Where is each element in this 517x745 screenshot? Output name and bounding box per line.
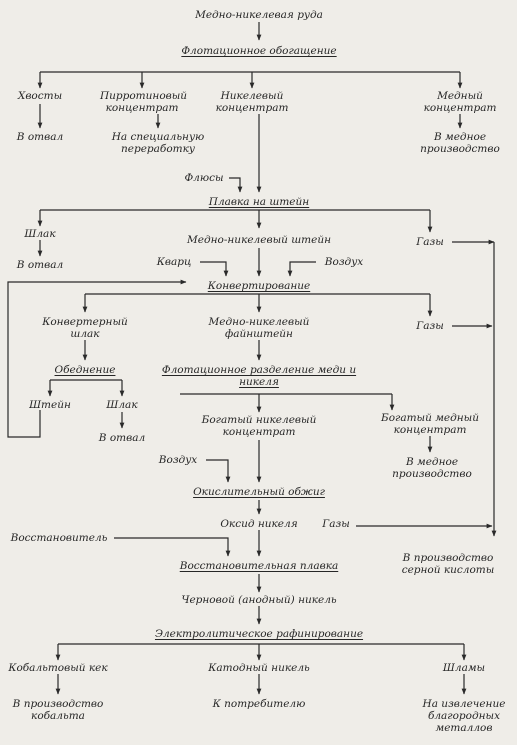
node-flotation-separation: Флотационное разделение меди и никеля	[161, 364, 357, 388]
node-tails: Хвосты	[17, 90, 63, 102]
node-dump-3: В отвал	[98, 432, 146, 444]
node-cobalt-production: В производство кобальта	[12, 698, 104, 722]
node-oxidizing-roast: Окислительный обжиг	[193, 486, 325, 498]
node-copper-production-2: В медное производство	[392, 456, 472, 480]
node-precious-metals: На извлечение благородных металлов	[422, 698, 506, 734]
node-gases-3: Газы	[322, 518, 350, 530]
node-rich-copper-concentrate: Богатый медный концентрат	[380, 412, 480, 436]
node-converting: Конвертирование	[207, 280, 311, 292]
node-flotation: Флотационное обогащение	[181, 45, 337, 57]
node-pyrrhotite: Пирротиновый концентрат	[100, 90, 188, 114]
node-slag-2: Шлак	[106, 399, 138, 411]
node-nickel-concentrate: Никелевый концентрат	[215, 90, 289, 114]
node-nickel-oxide: Оксид никеля	[220, 518, 298, 530]
node-gases-2: Газы	[416, 320, 444, 332]
node-rich-nickel-concentrate: Богатый никелевый концентрат	[201, 414, 317, 438]
node-reduction-smelting: Восстановительная плавка	[179, 560, 339, 572]
node-quartz: Кварц	[156, 256, 192, 268]
node-ore: Медно-никелевая руда	[195, 9, 323, 21]
node-consumer: К потребителю	[212, 698, 306, 710]
node-special-processing: На специальную переработку	[111, 131, 205, 155]
node-matte-smelting: Плавка на штейн	[208, 196, 310, 208]
node-slag-1: Шлак	[24, 228, 56, 240]
node-matte-2: Штейн	[29, 399, 71, 411]
node-gases-1: Газы	[416, 236, 444, 248]
node-copper-concentrate: Медный концентрат	[423, 90, 497, 114]
node-fine-matte: Медно-никелевый файнштейн	[208, 316, 310, 340]
node-dump-1: В отвал	[16, 131, 64, 143]
node-crude-nickel: Черновой (анодный) никель	[181, 594, 337, 606]
node-cathode-nickel: Катодный никель	[208, 662, 310, 674]
node-air-1: Воздух	[324, 256, 364, 268]
node-sulfuric-acid: В производство серной кислоты	[401, 552, 495, 576]
node-depletion: Обеднение	[54, 364, 116, 376]
node-electrolytic-refining: Электролитическое рафинирование	[154, 628, 364, 640]
node-dump-2: В отвал	[16, 259, 64, 271]
node-copper-production-1: В медное производство	[420, 131, 500, 155]
node-slimes: Шламы	[442, 662, 486, 674]
node-cu-ni-matte: Медно-никелевый штейн	[186, 234, 332, 246]
node-fluxes: Флюсы	[184, 172, 224, 184]
node-reducer: Восстановитель	[10, 532, 108, 544]
node-converter-slag: Конвертерный шлак	[42, 316, 128, 340]
node-cobalt-cake: Кобальтовый кек	[8, 662, 108, 674]
node-air-2: Воздух	[158, 454, 198, 466]
